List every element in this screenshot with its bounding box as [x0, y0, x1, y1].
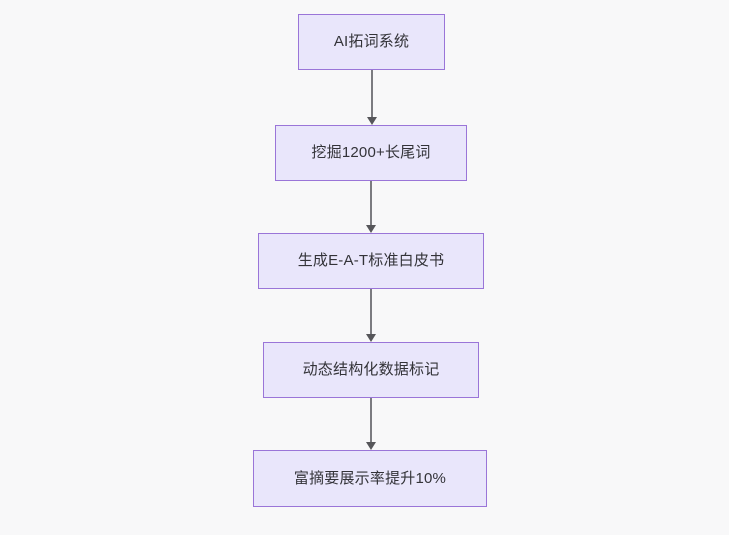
edge-n1-to-n2: [366, 70, 377, 125]
flow-node-label: 富摘要展示率提升10%: [293, 469, 447, 487]
flow-node-label: 生成E-A-T标准白皮书: [297, 252, 445, 269]
flow-node-n3[interactable]: 生成E-A-T标准白皮书: [258, 233, 484, 289]
arrowhead-icon: [366, 117, 377, 125]
flow-node-label: AI拓词系统: [333, 33, 410, 50]
flow-node-n4[interactable]: 动态结构化数据标记: [263, 342, 479, 398]
edge-n3-to-n4: [366, 289, 376, 342]
arrowhead-icon: [366, 334, 376, 342]
arrowhead-icon: [366, 442, 376, 450]
flow-node-label: 挖掘1200+长尾词: [311, 144, 431, 161]
edge-n2-to-n3: [366, 181, 376, 233]
flow-node-n5[interactable]: 富摘要展示率提升10%: [253, 450, 487, 507]
flow-node-label: 动态结构化数据标记: [302, 361, 440, 378]
edge-n4-to-n5: [366, 398, 376, 450]
flow-node-n2[interactable]: 挖掘1200+长尾词: [275, 125, 467, 181]
flow-node-n1[interactable]: AI拓词系统: [298, 14, 445, 70]
arrowhead-icon: [366, 225, 376, 233]
